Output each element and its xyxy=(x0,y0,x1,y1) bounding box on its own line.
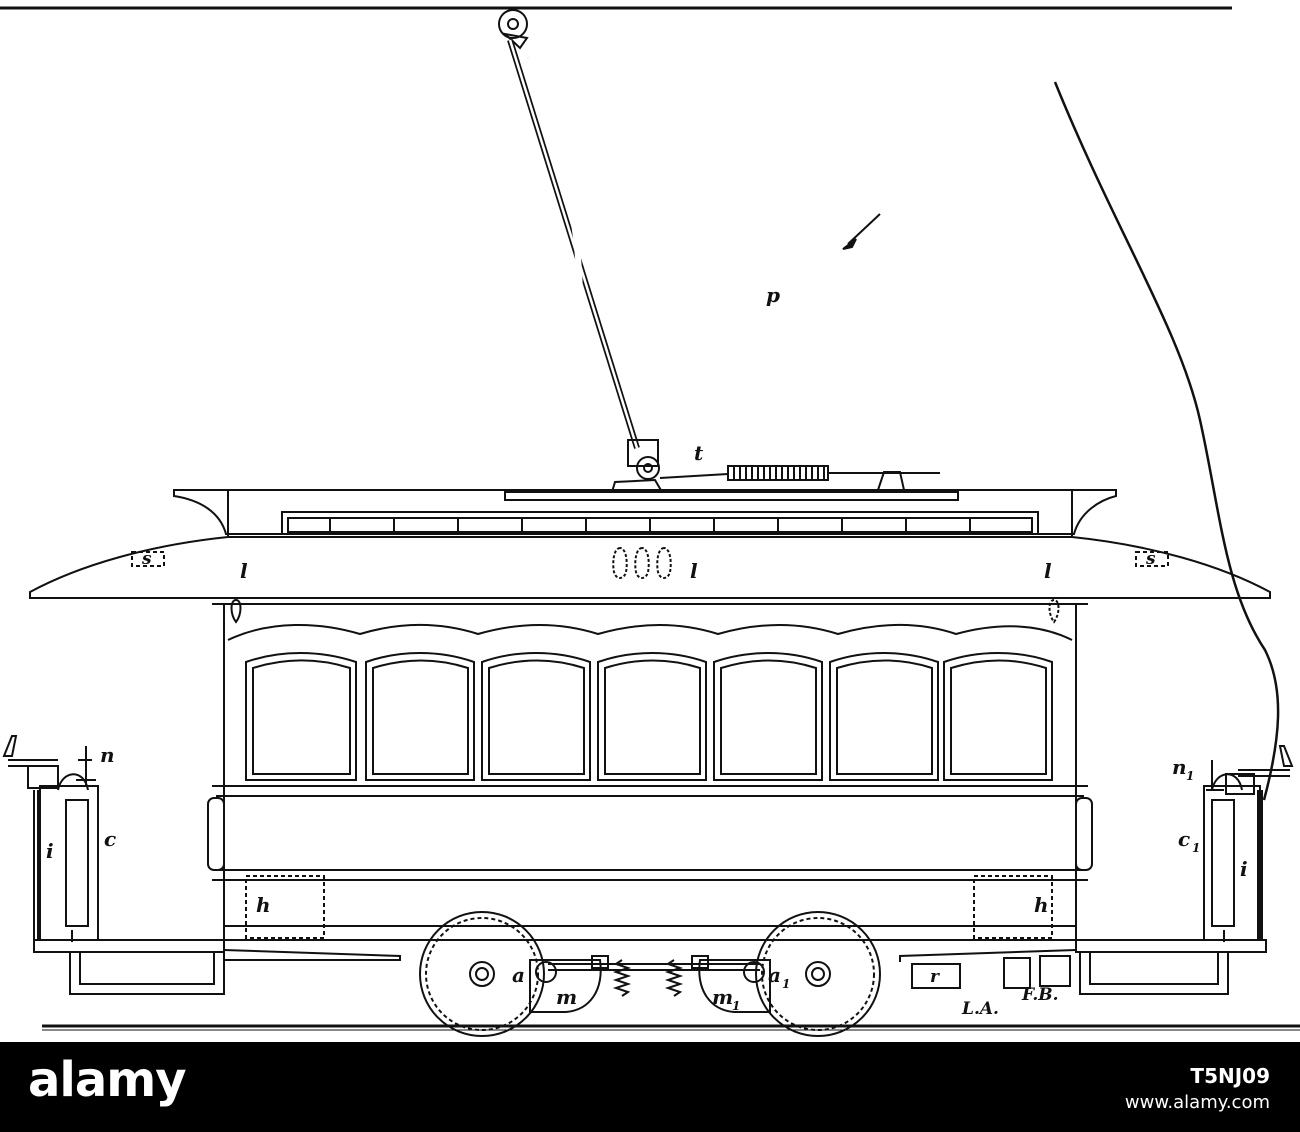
heater-right xyxy=(973,875,1053,939)
controller-right xyxy=(1203,745,1294,942)
label-l-right: l xyxy=(1044,559,1052,583)
label-n1-sub: 1 xyxy=(1186,769,1194,783)
side-windows xyxy=(245,652,1053,781)
label-h-left: h xyxy=(256,893,271,917)
label-p: p xyxy=(766,283,780,307)
label-la: L.A. xyxy=(961,999,999,1019)
label-c1-sub: 1 xyxy=(1192,841,1200,855)
alamy-logo: alamy xyxy=(28,1052,187,1108)
label-m1-sub: 1 xyxy=(732,999,740,1013)
stock-footer: alamy T5NJ09 www.alamy.com xyxy=(0,1042,1300,1132)
controller-left xyxy=(2,735,99,942)
platform-left xyxy=(33,790,401,995)
trolley-base xyxy=(504,439,959,501)
platform-right xyxy=(899,790,1267,995)
label-n1: n xyxy=(1172,755,1187,779)
trolley-car-diagram: p t l l l s s n n 1 c c 1 i i h h a a 1 … xyxy=(0,6,1300,1037)
direction-arrow xyxy=(842,213,881,250)
car-body xyxy=(207,603,1093,941)
label-t: t xyxy=(694,441,704,465)
trolley-pole xyxy=(507,39,640,449)
label-a1-sub: 1 xyxy=(782,977,790,991)
label-l-left: l xyxy=(240,559,248,583)
truck-frame xyxy=(548,955,760,971)
label-l-center: l xyxy=(690,559,698,583)
site-url: www.alamy.com xyxy=(1124,1092,1270,1113)
clerestory-windows xyxy=(329,518,971,532)
label-fb: F.B. xyxy=(1021,985,1059,1005)
label-c: c xyxy=(104,827,116,851)
label-r: r xyxy=(930,967,940,987)
heater-left xyxy=(245,875,325,939)
label-h-right: h xyxy=(1034,893,1049,917)
springs xyxy=(612,959,684,997)
roof-canopy xyxy=(29,536,1271,605)
label-m1: m xyxy=(712,985,733,1009)
label-s-left: s xyxy=(141,549,152,569)
image-id: T5NJ09 xyxy=(1190,1064,1270,1088)
ceiling-lamps xyxy=(612,546,672,579)
wheel-left xyxy=(419,911,545,1037)
fuse-box xyxy=(1039,955,1071,987)
label-s-right: s xyxy=(1145,549,1156,569)
label-a1: a xyxy=(768,963,781,987)
label-c1: c xyxy=(1178,827,1190,851)
resistance-box xyxy=(911,963,961,989)
label-i-left: i xyxy=(46,839,54,863)
tension-spring xyxy=(659,465,940,491)
footer-info: T5NJ09 www.alamy.com xyxy=(1125,1064,1270,1113)
label-m: m xyxy=(556,985,577,1009)
label-a: a xyxy=(512,963,525,987)
car-roof xyxy=(173,489,1117,536)
label-n: n xyxy=(100,743,115,767)
lightning-arrester xyxy=(1003,957,1031,989)
label-i-right: i xyxy=(1240,857,1248,881)
